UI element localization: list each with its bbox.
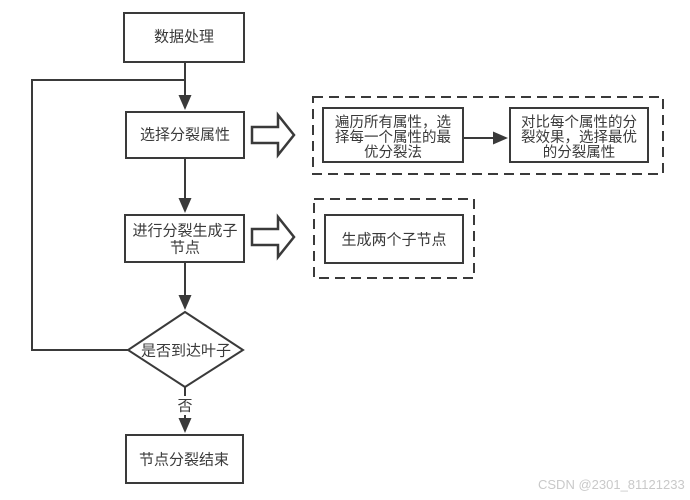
detail-generate-label: 生成两个子节点 (341, 232, 446, 249)
detail-traverse-line1: 遍历所有属性，选 (335, 114, 451, 131)
node-select-split-attribute-label: 选择分裂属性 (140, 127, 230, 144)
node-split-generate-children: 进行分裂生成子 节点 (124, 214, 245, 263)
edge-label-no-text: 否 (177, 398, 192, 415)
node-split-generate-line2: 节点 (170, 240, 200, 257)
dashed-group-generate-children (313, 198, 475, 279)
node-split-end-label: 节点分裂结束 (139, 452, 229, 469)
decision-leaf-reached-label: 是否到达叶子 (141, 343, 231, 360)
detail-box-traverse-attributes: 遍历所有属性，选 择每一个属性的最 优分裂法 (322, 107, 464, 163)
edge-loopback (31, 79, 185, 351)
dashed-group-attribute-selection (312, 96, 664, 175)
detail-traverse-line2: 择每一个属性的最 (335, 129, 451, 146)
block-arrow-select-detail-icon (250, 111, 296, 159)
block-arrow-split-detail-icon (250, 213, 296, 261)
watermark-text: CSDN @2301_81121233 (538, 477, 685, 492)
node-split-end: 节点分裂结束 (125, 434, 244, 484)
detail-traverse-line3: 优分裂法 (364, 144, 422, 161)
edge-label-no: 否 (175, 396, 195, 415)
node-select-split-attribute: 选择分裂属性 (125, 111, 245, 159)
node-data-processing-label: 数据处理 (154, 29, 214, 46)
detail-box-generate-children: 生成两个子节点 (324, 214, 464, 264)
node-data-processing: 数据处理 (123, 12, 245, 63)
detail-compare-line2: 裂效果，选择最优 (521, 129, 637, 146)
decision-leaf-reached: 是否到达叶子 (126, 310, 245, 389)
node-split-generate-line1: 进行分裂生成子 (132, 223, 237, 240)
detail-compare-line3: 的分裂属性 (543, 144, 616, 161)
detail-compare-line1: 对比每个属性的分 (521, 114, 637, 131)
detail-box-compare-attributes: 对比每个属性的分 裂效果，选择最优 的分裂属性 (509, 107, 649, 163)
